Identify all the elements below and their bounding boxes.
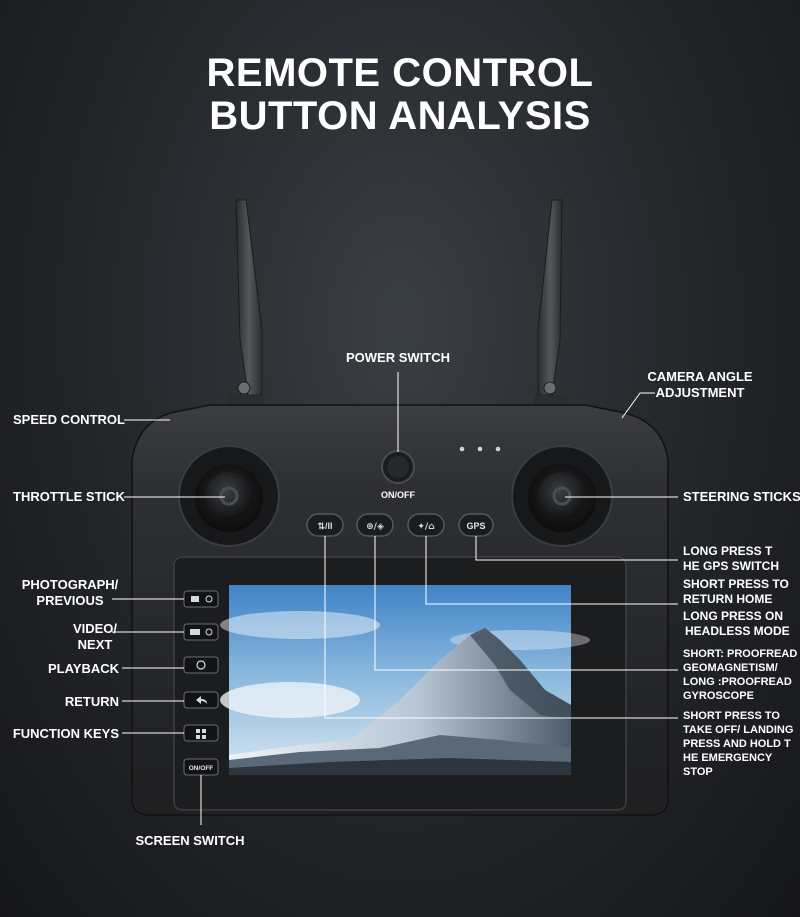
throttle-stick[interactable] [178,445,280,547]
label-video-2: NEXT [77,637,113,652]
label-headless-1: LONG PRESS ON [683,609,784,623]
label-proofread-2: GEOMAGNETISM/ [683,662,778,674]
screen-display [220,585,590,775]
svg-text:⊕/◈: ⊕/◈ [366,522,384,532]
label-power-switch: POWER SWITCH [346,350,450,365]
label-playback: PLAYBACK [47,661,119,676]
label-speed-control: SPEED CONTROL [13,412,125,427]
label-photograph-2: PREVIOUS [36,593,104,608]
return-button[interactable] [183,691,219,709]
label-takeoff-1: SHORT PRESS TO [683,710,780,722]
power-button-caption: ON/OFF [381,490,415,500]
label-takeoff-5: STOP [683,766,713,778]
right-antenna [534,199,570,413]
label-camera-angle-1: CAMERA ANGLE [647,369,753,384]
label-return-home-1: SHORT PRESS TO [683,577,789,591]
title-line-1: REMOTE CONTROL [206,51,594,95]
screen-switch-button[interactable]: ON/OFF [183,758,219,776]
function-keys-button[interactable] [183,724,219,742]
title-line-2: BUTTON ANALYSIS [209,94,591,138]
gps-button[interactable]: GPS [458,513,494,537]
label-camera-angle-2: ADJUSTMENT [655,385,745,400]
leader-lines [112,372,678,825]
svg-text:✦/⌂: ✦/⌂ [417,522,435,532]
playback-button[interactable] [183,656,219,674]
label-proofread-1: SHORT: PROOFREAD [683,648,798,660]
photograph-button[interactable] [183,590,219,608]
label-throttle-stick: THROTTLE STICK [13,489,125,504]
label-steering-sticks: STEERING STICKS [683,489,800,504]
calibration-button[interactable]: ⊕/◈ [356,513,394,537]
label-takeoff-4: HE EMERGENCY [683,752,773,764]
label-proofread-4: GYROSCOPE [683,690,754,702]
label-proofread-3: LONG :PROOFREAD [683,676,792,688]
label-return: RETURN [64,694,119,709]
steering-stick[interactable] [511,445,613,547]
label-return-home-2: RETURN HOME [683,592,773,606]
power-button[interactable] [381,450,415,484]
svg-text:⇅/II: ⇅/II [317,521,332,531]
left-antenna [228,199,264,413]
label-takeoff-3: PRESS AND HOLD T [683,738,791,750]
video-button[interactable] [183,623,219,641]
label-video-1: VIDEO/ [72,621,118,636]
gps-button-label: GPS [466,521,485,531]
label-gps-1: LONG PRESS T [683,544,773,558]
screen-switch-button-label: ON/OFF [189,765,214,772]
label-photograph-1: PHOTOGRAPH/ [21,577,119,592]
label-gps-2: HE GPS SWITCH [683,559,780,573]
return-home-button[interactable]: ✦/⌂ [407,513,445,537]
takeoff-landing-button[interactable]: ⇅/II [306,513,344,537]
indicator-dots [459,446,501,452]
label-takeoff-2: TAKE OFF/ LANDING [683,724,794,736]
label-screen-switch: SCREEN SWITCH [135,833,245,848]
label-headless-2: HEADLESS MODE [685,624,790,638]
label-function-keys: FUNCTION KEYS [12,726,119,741]
